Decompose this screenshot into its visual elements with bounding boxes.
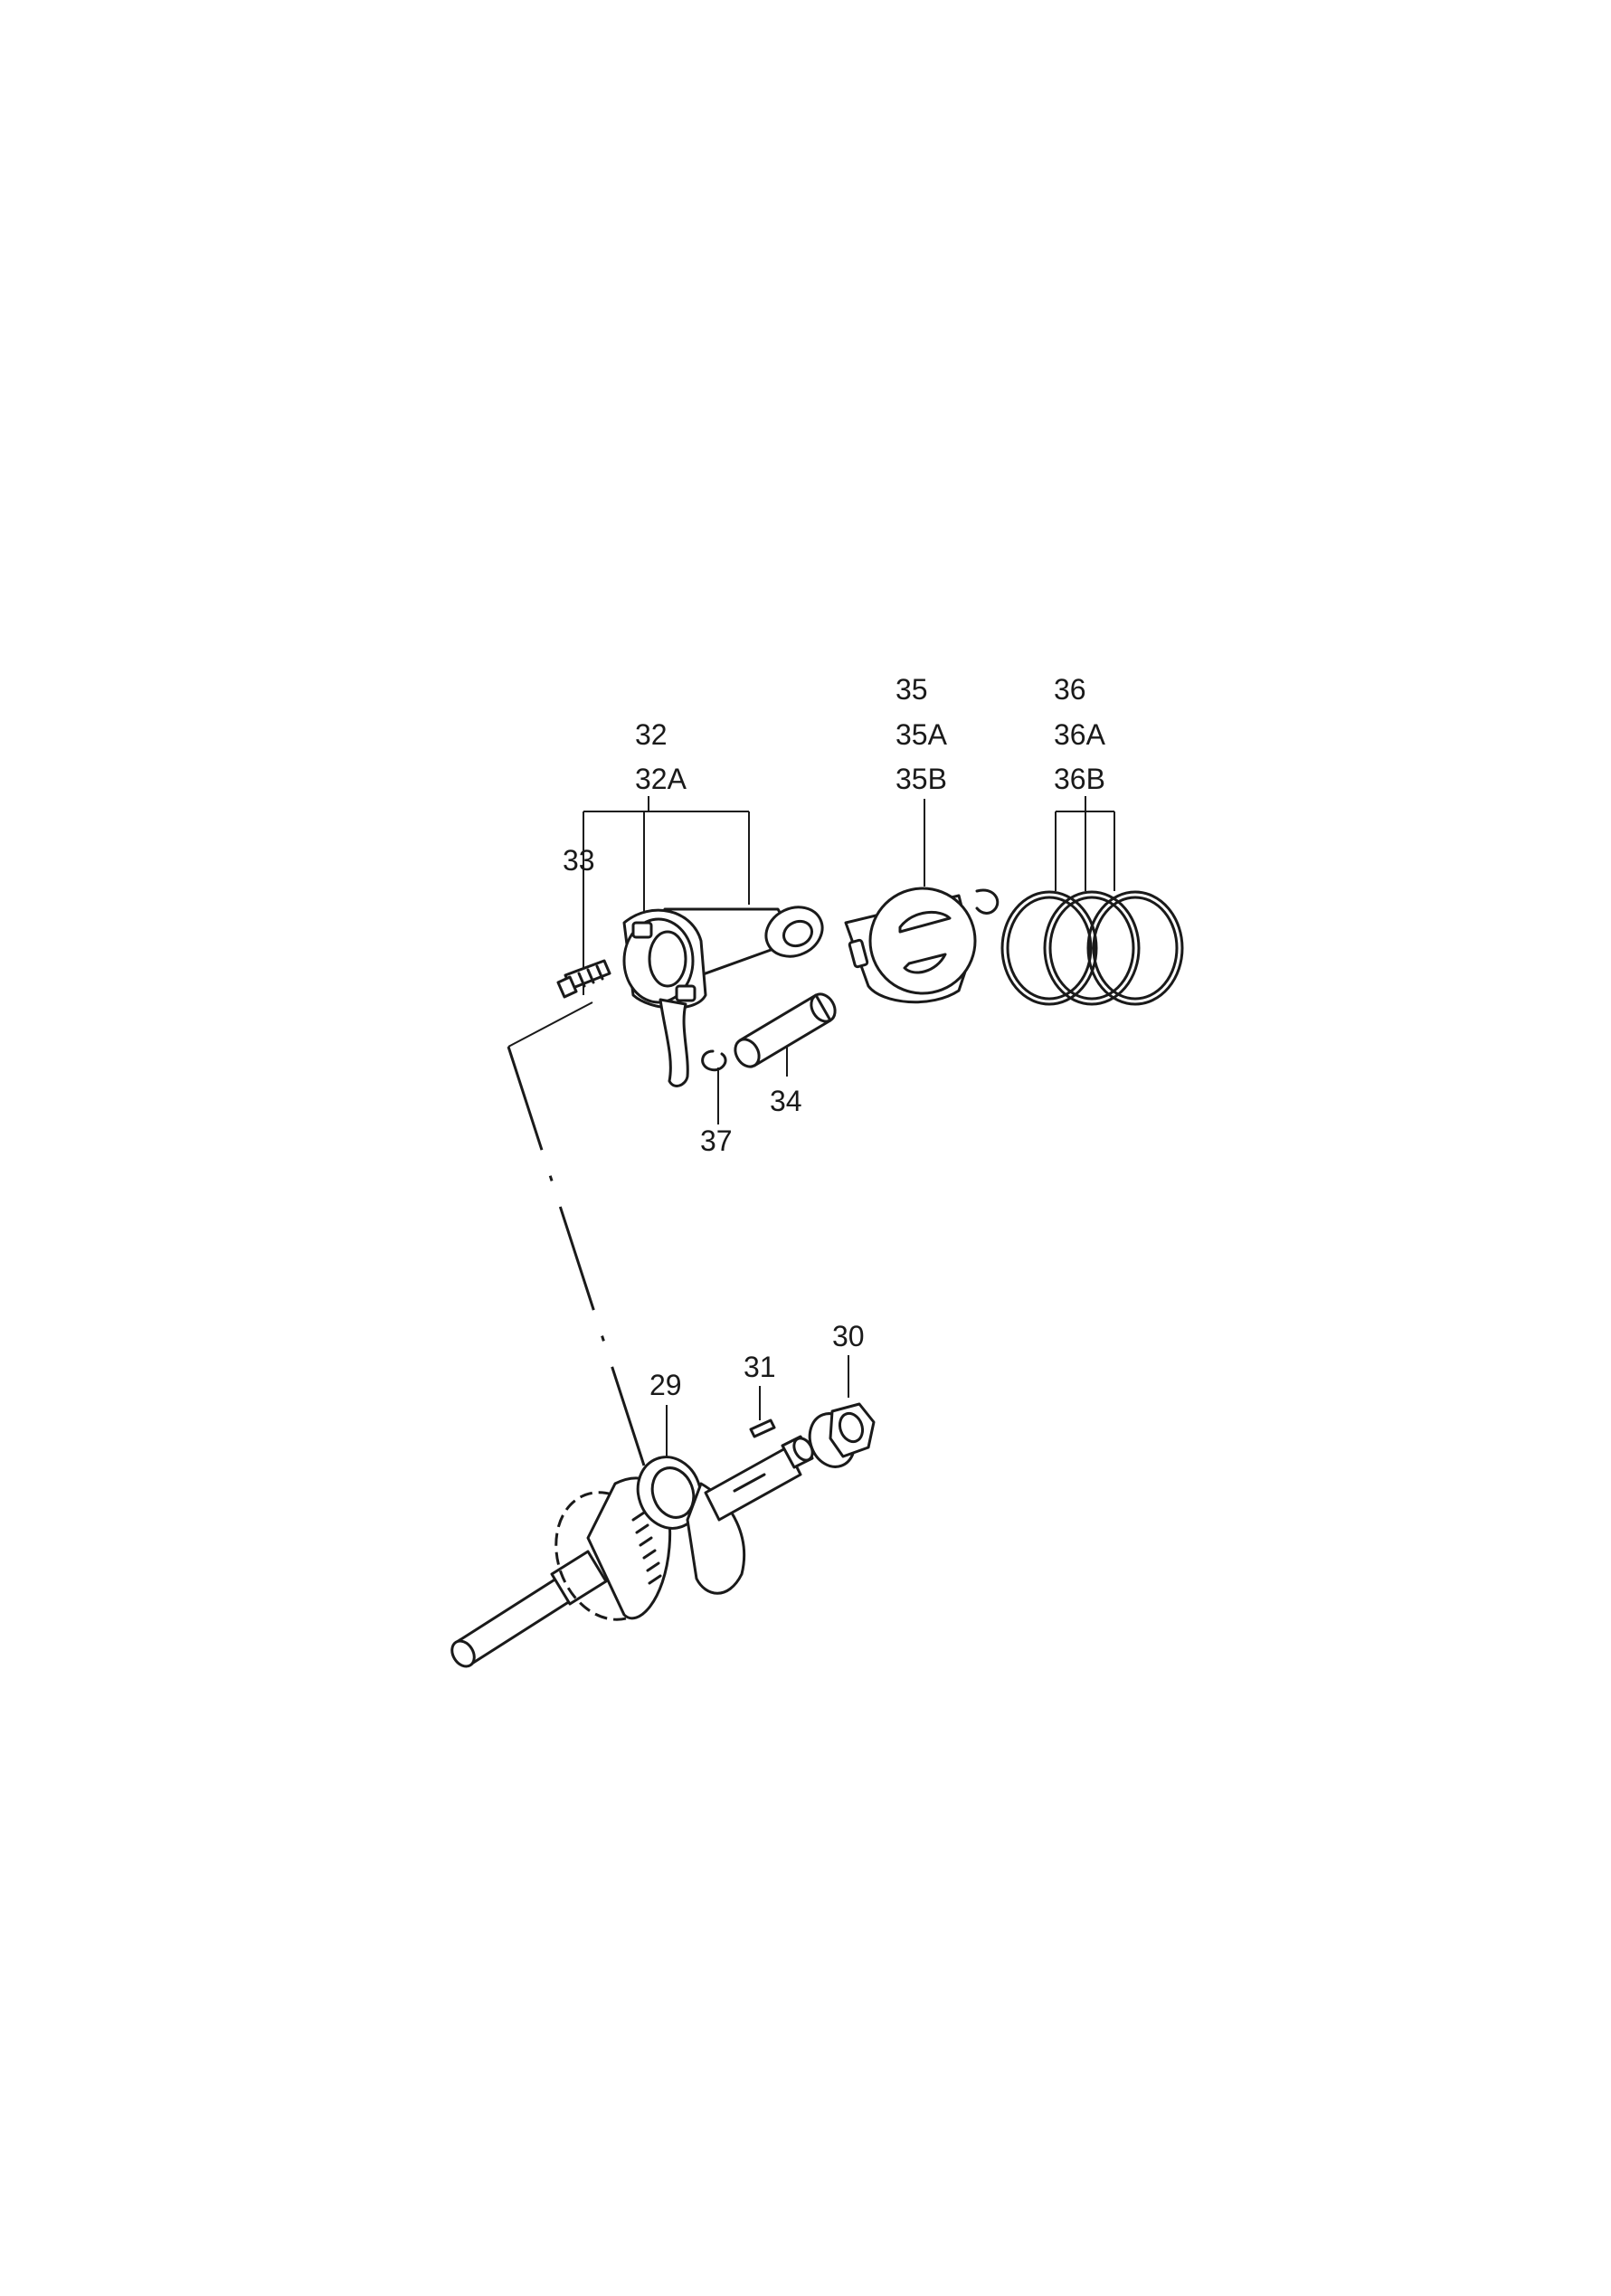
callout-29[interactable]: 29 — [649, 1369, 682, 1401]
callout-33[interactable]: 33 — [563, 844, 595, 877]
flange-nut-30[interactable] — [802, 1402, 876, 1473]
piston-clip — [975, 888, 1000, 915]
callout-35b[interactable]: 35B — [896, 763, 947, 795]
callout-31[interactable]: 31 — [744, 1351, 776, 1383]
assembly-line — [507, 1001, 593, 1048]
callout-34[interactable]: 34 — [770, 1085, 802, 1117]
leader-36-bracket — [1055, 796, 1115, 891]
callout-32a[interactable]: 32A — [635, 763, 687, 795]
bolt-33[interactable] — [556, 959, 611, 999]
callout-35a[interactable]: 35A — [896, 718, 948, 751]
callout-36[interactable]: 36 — [1054, 673, 1086, 706]
assembly-chain-line — [507, 1046, 646, 1466]
callout-37[interactable]: 37 — [700, 1124, 733, 1157]
key-31[interactable] — [749, 1418, 776, 1438]
piston-35[interactable] — [844, 887, 977, 1004]
clip-37[interactable] — [701, 1049, 727, 1072]
piston-pin-34[interactable] — [731, 990, 840, 1071]
connecting-rod-32[interactable] — [622, 898, 830, 1087]
callout-36b[interactable]: 36B — [1054, 763, 1105, 795]
crankshaft-29[interactable] — [448, 1435, 817, 1670]
callout-35[interactable]: 35 — [896, 673, 928, 706]
piston-rings-36[interactable] — [1000, 890, 1184, 1006]
callout-36a[interactable]: 36A — [1054, 718, 1106, 751]
callout-30[interactable]: 30 — [832, 1320, 865, 1352]
callout-32[interactable]: 32 — [635, 718, 668, 751]
